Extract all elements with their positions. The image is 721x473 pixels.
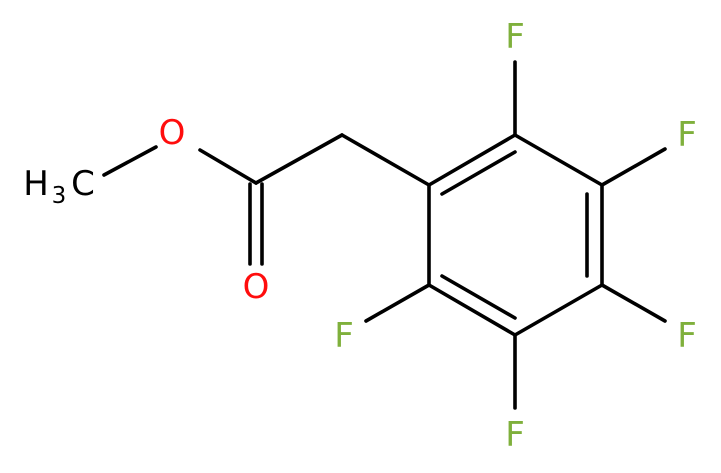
methyl-label-c: C (71, 164, 95, 204)
bond-ring-f-lower-right (600, 283, 667, 323)
ring-inner-bond-1 (440, 150, 517, 196)
fluorine-upper-right-label: F (677, 115, 697, 155)
bond-methyl-oxygen (102, 145, 158, 177)
bond-layer (102, 60, 667, 410)
bond-ring-f-left (364, 283, 431, 323)
methyl-label-subscript: 3 (52, 183, 67, 209)
fluorine-left-label: F (334, 316, 354, 356)
ring-bond-1 (427, 133, 517, 187)
bond-ring-f-upper-right (600, 147, 667, 187)
fluorine-top-label: F (505, 17, 525, 57)
ether-oxygen-label: O (159, 113, 186, 153)
fluorine-bottom-label: F (505, 415, 525, 455)
ring-bond-4 (513, 283, 604, 337)
ring-inner-bond-3 (440, 274, 517, 320)
bond-methylene-ring (340, 133, 431, 187)
ring-bond-2 (513, 133, 604, 187)
ring-bond-5 (427, 283, 517, 337)
carbonyl-oxygen-label: O (243, 267, 270, 307)
bond-carbonyl-methylene (254, 133, 344, 185)
atom-labels: H 3 C O O F F F F F (23, 17, 697, 455)
fluorine-lower-right-label: F (677, 316, 697, 356)
methyl-label-h: H (23, 164, 49, 204)
bond-oxygen-carbonyl (198, 148, 258, 185)
